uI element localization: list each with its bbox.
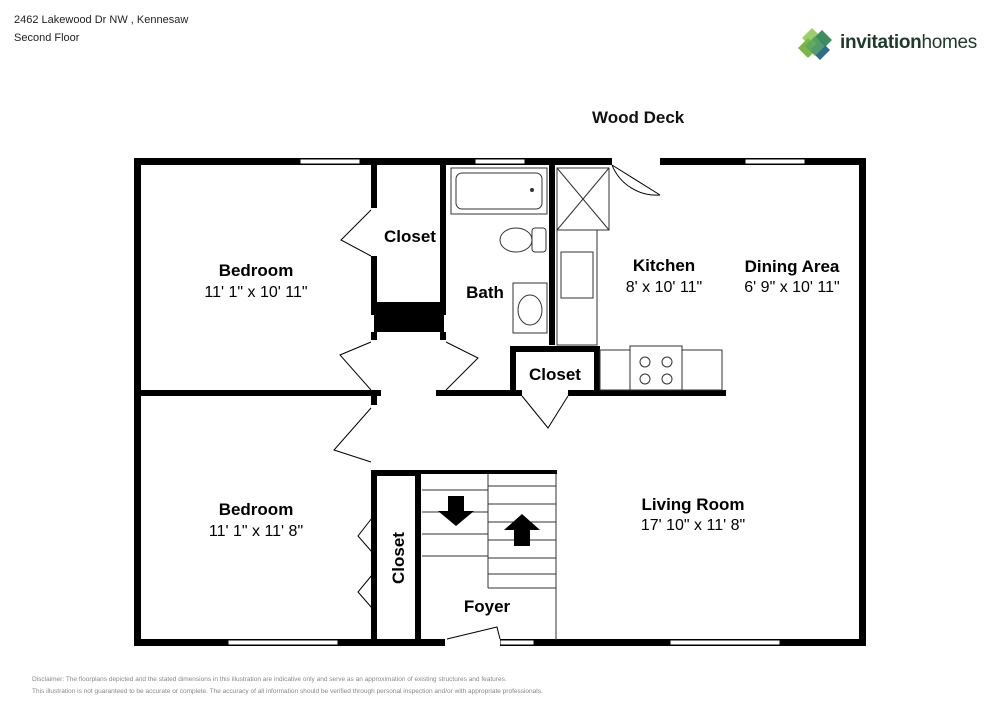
- disclaimer-line-1: Disclaimer: The floorplans depicted and …: [32, 676, 507, 683]
- arrow-down-icon: [438, 496, 474, 526]
- invitation-homes-logo: invitationhomes: [798, 26, 978, 62]
- window-bedroom2: [227, 639, 339, 646]
- windows: [227, 158, 806, 646]
- window-foyer: [499, 639, 535, 646]
- bath-name: Bath: [466, 283, 504, 302]
- closet3-top: [371, 470, 421, 476]
- stove: [629, 345, 683, 391]
- closet1-name: Closet: [384, 227, 436, 246]
- dining-name: Dining Area: [745, 257, 840, 276]
- closet1-right-wall: [440, 165, 446, 315]
- bath-kitchen-wall: [549, 165, 555, 345]
- disclaimer-line-2: This illustration is not guaranteed to b…: [32, 688, 543, 695]
- vanity: [512, 282, 548, 334]
- bedroom2-name: Bedroom: [219, 500, 294, 519]
- closet2-right: [594, 346, 600, 392]
- kitchen-dims: 8' x 10' 11": [626, 279, 702, 296]
- wood-deck-label: Wood Deck: [592, 108, 685, 127]
- door-openings: [371, 158, 660, 646]
- stair-top: [421, 470, 557, 474]
- door-closet2: [521, 395, 569, 429]
- stair-arrows: [438, 496, 540, 546]
- door-deck: [611, 164, 661, 196]
- bathtub: [450, 167, 548, 215]
- closet2-name: Closet: [529, 365, 581, 384]
- bath-fixtures: [450, 167, 548, 334]
- kitchen-sink: [560, 251, 594, 299]
- closet2-left: [510, 346, 516, 392]
- kitchen-name: Kitchen: [633, 256, 695, 275]
- bedrooms-divider: [141, 390, 381, 396]
- logo-wordmark: invitationhomes: [840, 32, 977, 53]
- door-bedroom1: [339, 341, 372, 391]
- door-bedroom2: [333, 407, 372, 463]
- closet3-name: Closet: [389, 532, 408, 584]
- window-dining: [744, 158, 806, 165]
- door-closet3-a: [357, 517, 373, 553]
- closet2-top: [510, 346, 600, 352]
- door-bath: [445, 341, 479, 391]
- toilet-tank: [531, 227, 547, 253]
- window-bedroom1: [299, 158, 361, 165]
- door-swings: [333, 164, 661, 640]
- door-entry: [446, 626, 501, 640]
- window-bath: [474, 158, 526, 165]
- sink: [517, 294, 543, 326]
- left-wall: [134, 158, 141, 645]
- closet1-bottom-block: [374, 302, 444, 332]
- bedroom2-right-wall: [371, 470, 377, 640]
- address-text: 2462 Lakewood Dr NW , Kennesaw: [14, 14, 189, 26]
- bedroom1-name: Bedroom: [219, 261, 294, 280]
- bedroom2-dims: 11' 1" x 11' 8": [209, 523, 303, 540]
- arrow-up-icon: [504, 514, 540, 546]
- floor-label: Second Floor: [14, 32, 80, 44]
- tub-drain: [530, 188, 534, 192]
- right-wall: [859, 158, 866, 645]
- kitchen-fixtures: [556, 167, 723, 391]
- foyer-name: Foyer: [464, 597, 511, 616]
- closet3-right-wall: [415, 470, 421, 640]
- diamond-cluster-logo-icon: [798, 28, 832, 60]
- door-closet3-b: [357, 574, 373, 609]
- dining-dims: 6' 9" x 10' 11": [744, 279, 839, 296]
- living-name: Living Room: [642, 495, 745, 514]
- bedroom1-dims: 11' 1" x 10' 11": [204, 284, 307, 301]
- bathtub-inner: [455, 172, 543, 210]
- room-labels: Bedroom 11' 1" x 10' 11" Closet Bath Kit…: [204, 227, 840, 616]
- counter-left: [556, 229, 598, 346]
- walls: [134, 158, 866, 646]
- window-living: [669, 639, 781, 646]
- door-closet1: [340, 209, 372, 257]
- living-dims: 17' 10" x 11' 8": [641, 517, 745, 534]
- stairs: [422, 474, 557, 640]
- hall-top-wall: [436, 390, 726, 396]
- toilet-bowl: [499, 227, 533, 253]
